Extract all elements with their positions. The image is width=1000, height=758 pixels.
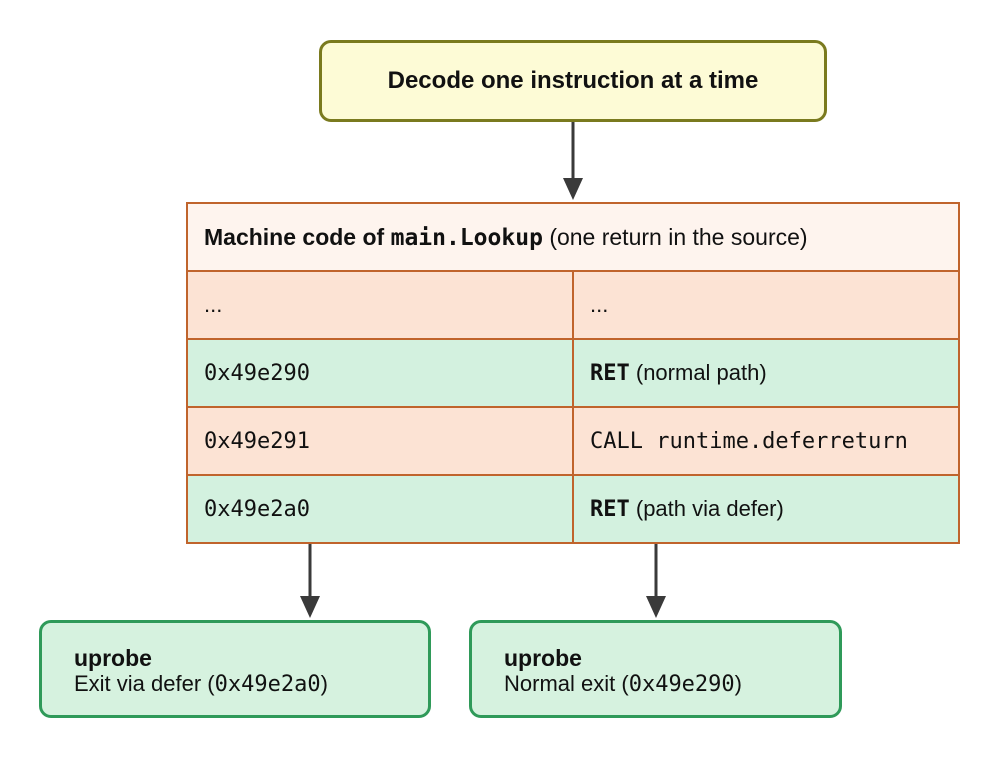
machine-code-header-row: Machine code of main.Lookup (one return … (186, 202, 960, 272)
address-cell: 0x49e290 (186, 338, 574, 408)
table-row: 0x49e290 RET (normal path) (186, 338, 960, 408)
arrowhead-top-to-table (563, 178, 583, 200)
uprobe-title: uprobe (74, 645, 152, 671)
header-function-name: main.Lookup (390, 224, 543, 251)
machine-code-header: Machine code of main.Lookup (one return … (186, 202, 960, 272)
uprobe-address: 0x49e290 (628, 672, 735, 697)
address-cell: 0x49e2a0 (186, 474, 574, 544)
header-suffix: (one return in the source) (549, 223, 808, 250)
instruction-text: RET (590, 497, 630, 522)
instruction-cell: CALL runtime.deferreturn (572, 406, 960, 476)
address-cell: ... (186, 270, 574, 340)
arrowhead-table-to-defer-exit (300, 596, 320, 618)
instruction-detail: (path via defer) (635, 496, 784, 521)
instruction-cell: RET (path via defer) (572, 474, 960, 544)
instruction-cell: RET (normal path) (572, 338, 960, 408)
uprobe-normal-exit-box: uprobe Normal exit (0x49e290) (469, 620, 842, 718)
arrowhead-table-to-normal-exit (646, 596, 666, 618)
uprobe-label: Exit via defer (74, 671, 202, 696)
decode-instruction-box: Decode one instruction at a time (319, 40, 827, 122)
uprobe-exit-via-defer-box: uprobe Exit via defer (0x49e2a0) (39, 620, 431, 718)
header-prefix: Machine code of (204, 223, 385, 250)
instruction-detail: (normal path) (635, 360, 767, 385)
table-row: 0x49e291 CALL runtime.deferreturn (186, 406, 960, 476)
uprobe-address: 0x49e2a0 (214, 672, 321, 697)
machine-code-table: Machine code of main.Lookup (one return … (186, 202, 960, 544)
decode-instruction-text: Decode one instruction at a time (387, 67, 759, 94)
table-row: 0x49e2a0 RET (path via defer) (186, 474, 960, 544)
table-row: ... ... (186, 270, 960, 340)
uprobe-label: Normal exit (504, 671, 616, 696)
instruction-cell: ... (572, 270, 960, 340)
instruction-text: CALL runtime.deferreturn (590, 429, 908, 454)
instruction-text: ... (590, 292, 609, 317)
address-cell: 0x49e291 (186, 406, 574, 476)
instruction-text: RET (590, 361, 630, 386)
uprobe-title: uprobe (504, 645, 582, 671)
